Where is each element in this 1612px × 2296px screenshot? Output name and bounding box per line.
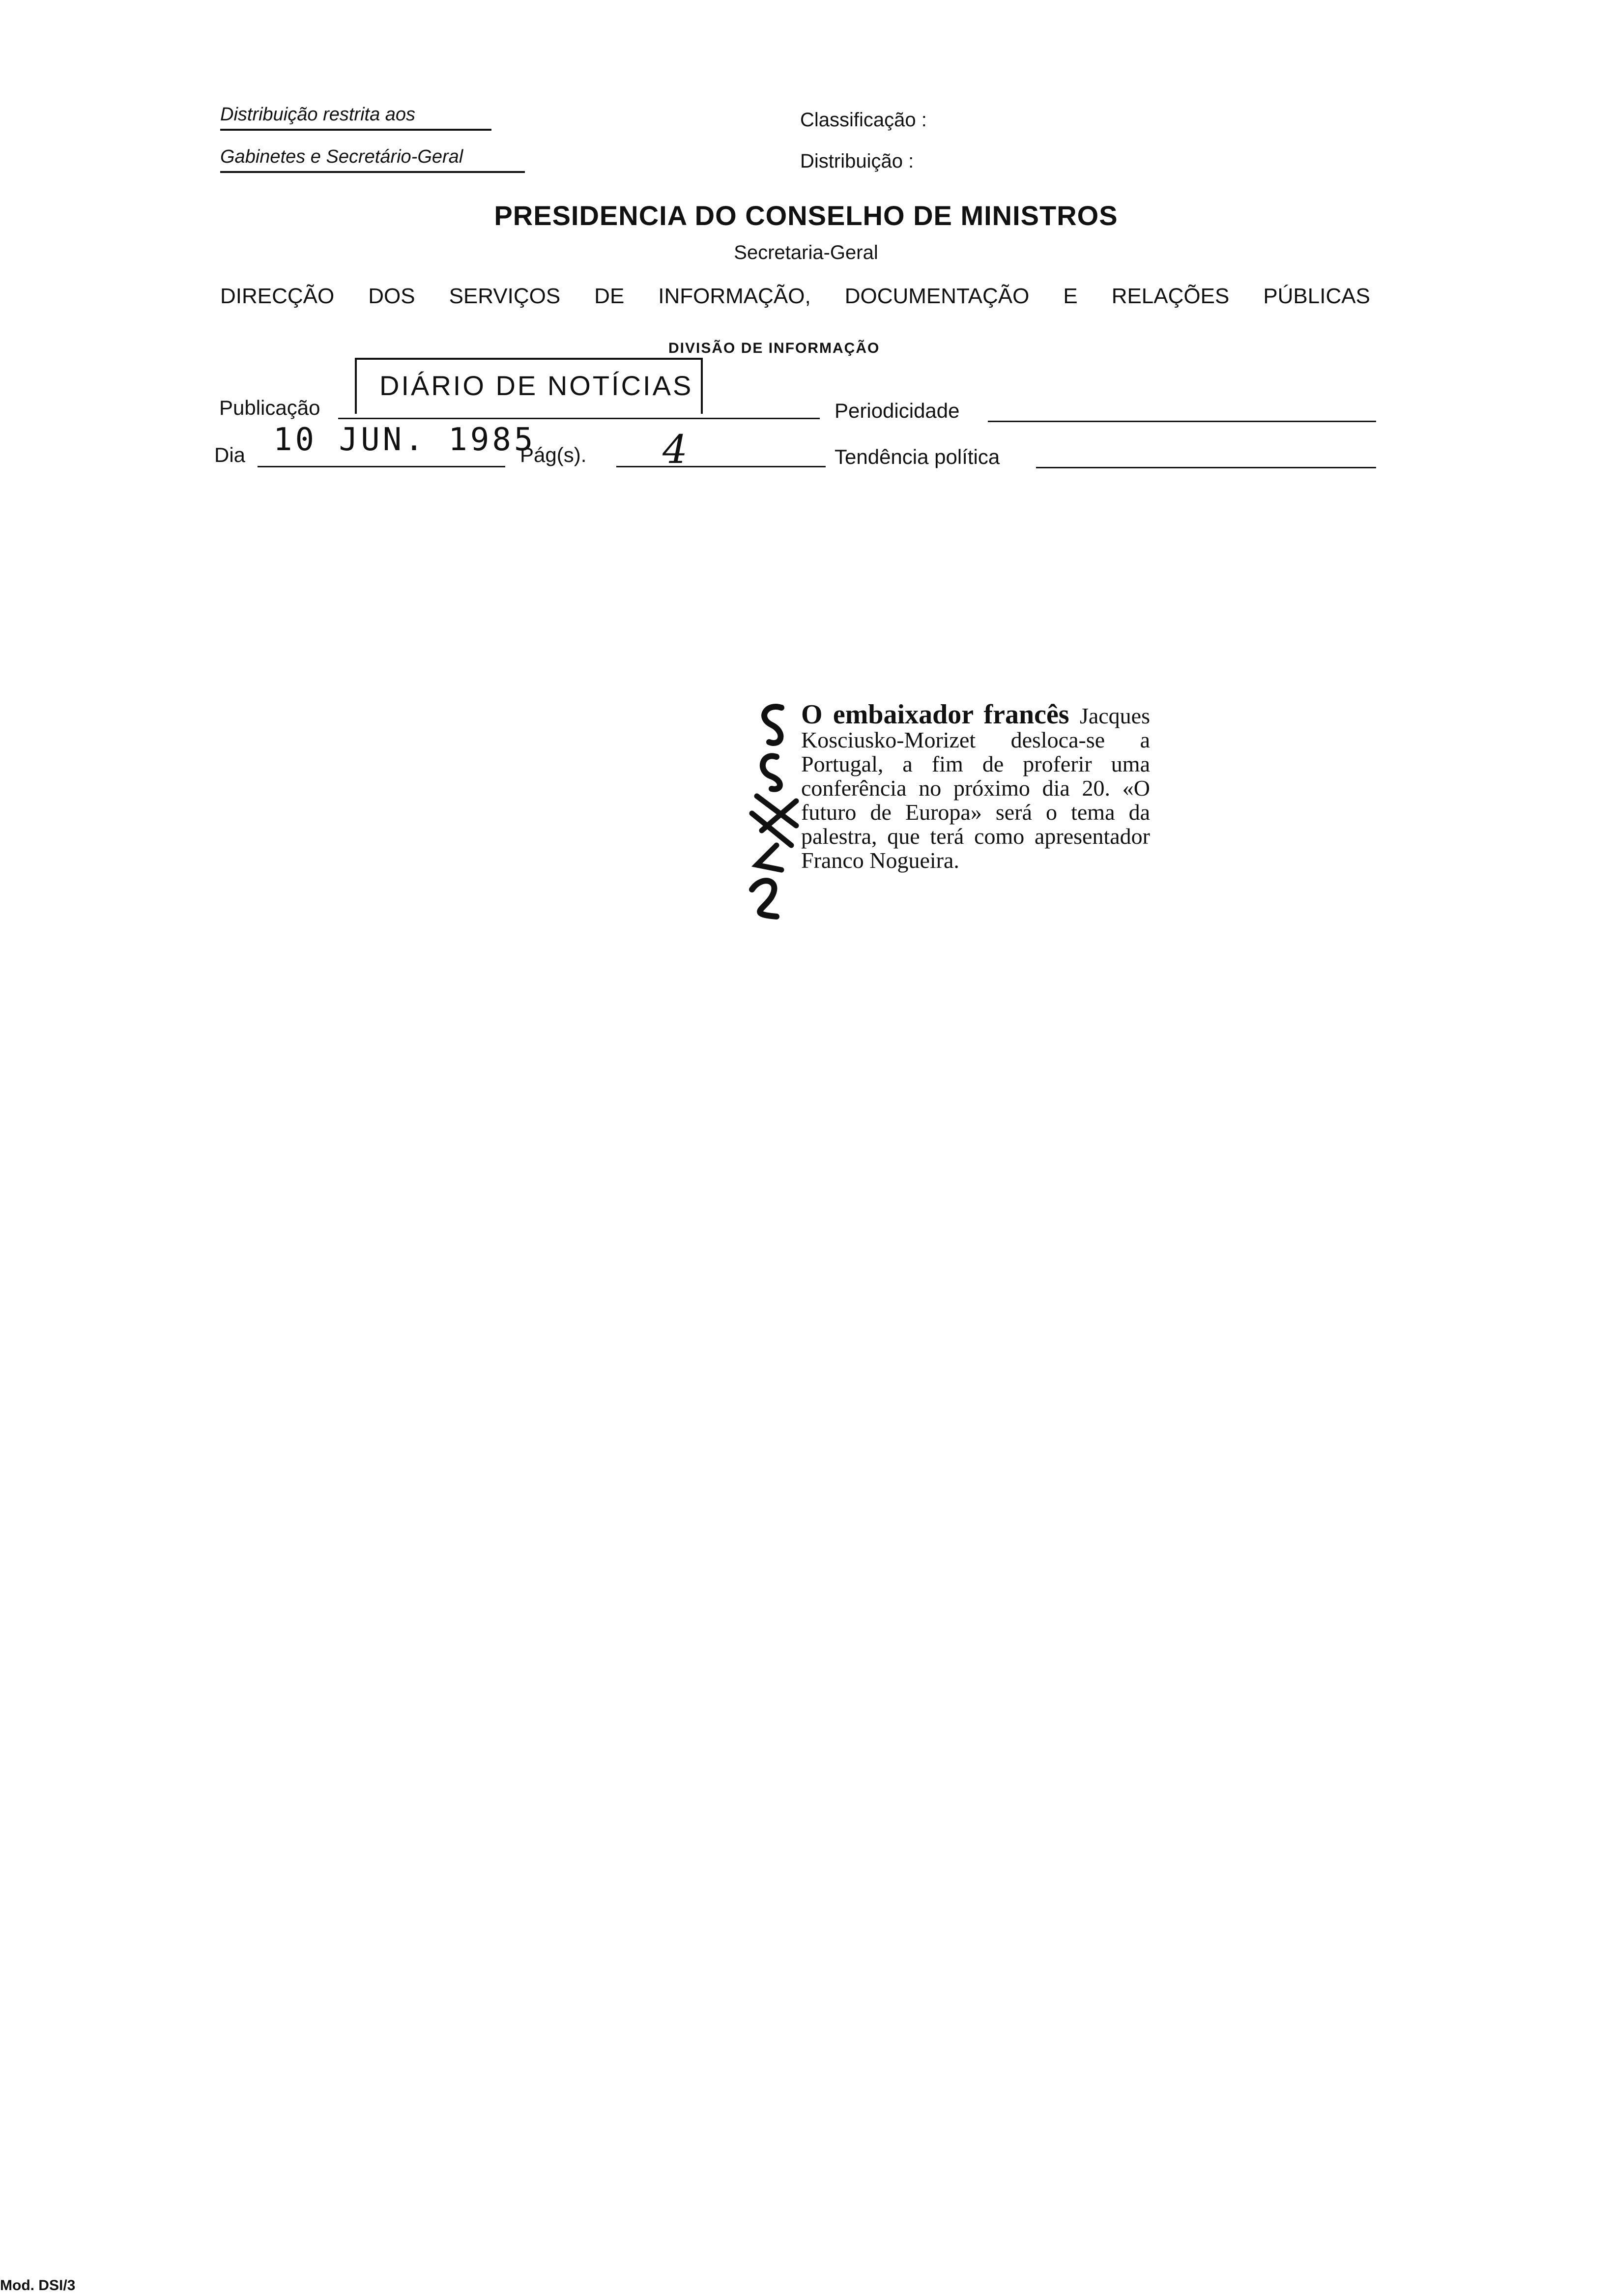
directorate-word: E	[1063, 284, 1078, 308]
directorate-word: PÚBLICAS	[1263, 284, 1370, 308]
directorate-word: INFORMAÇÃO,	[658, 284, 811, 308]
classification-label: Classificação :	[800, 109, 927, 131]
handwritten-annotation	[749, 704, 799, 919]
restriction-line-2: Gabinetes e Secretário-Geral	[220, 146, 463, 167]
article-body: Jacques Kosciusko-Morizet desloca-se a P…	[801, 703, 1150, 873]
pages-label: Pág(s).	[520, 443, 587, 466]
article-lead: O embaixador francês	[801, 699, 1080, 730]
tendency-underline	[1036, 467, 1376, 468]
pages-underline	[616, 466, 826, 467]
pages-value: 4	[662, 427, 688, 472]
publication-stamp-box	[355, 358, 703, 414]
org-title: PRESIDENCIA DO CONSELHO DE MINISTROS	[494, 200, 1118, 231]
directorate-word: SERVIÇOS	[449, 284, 561, 308]
directorate-word: RELAÇÕES	[1111, 284, 1230, 308]
publication-value: DIÁRIO DE NOTÍCIAS	[379, 370, 693, 401]
directorate-line: DIRECÇÃO DOS SERVIÇOS DE INFORMAÇÃO, DOC…	[220, 284, 1370, 309]
restriction-line-1: Distribuição restrita aos	[220, 104, 416, 125]
directorate-word: DOS	[368, 284, 415, 308]
day-underline	[258, 466, 505, 467]
periodicity-label: Periodicidade	[835, 399, 960, 422]
day-label: Dia	[214, 443, 246, 466]
publication-label: Publicação	[219, 396, 320, 419]
org-subtitle: Secretaria-Geral	[734, 242, 878, 263]
distribution-label: Distribuição :	[800, 150, 914, 172]
directorate-word: DOCUMENTAÇÃO	[844, 284, 1030, 308]
tendency-label: Tendência política	[835, 445, 1000, 468]
day-value: 10 JUN. 1985	[273, 422, 536, 458]
publication-underline	[338, 418, 820, 419]
news-clipping: O embaixador francês Jacques Kosciusko-M…	[801, 701, 1150, 873]
restriction-underline-2	[220, 171, 525, 173]
periodicity-underline	[988, 421, 1376, 422]
form-code: Mod. DSI/3	[0, 2277, 76, 2294]
restriction-underline-1	[220, 129, 491, 131]
directorate-word: DIRECÇÃO	[220, 284, 335, 308]
division-label: DIVISÃO DE INFORMAÇÃO	[668, 340, 880, 356]
directorate-word: DE	[594, 284, 625, 308]
